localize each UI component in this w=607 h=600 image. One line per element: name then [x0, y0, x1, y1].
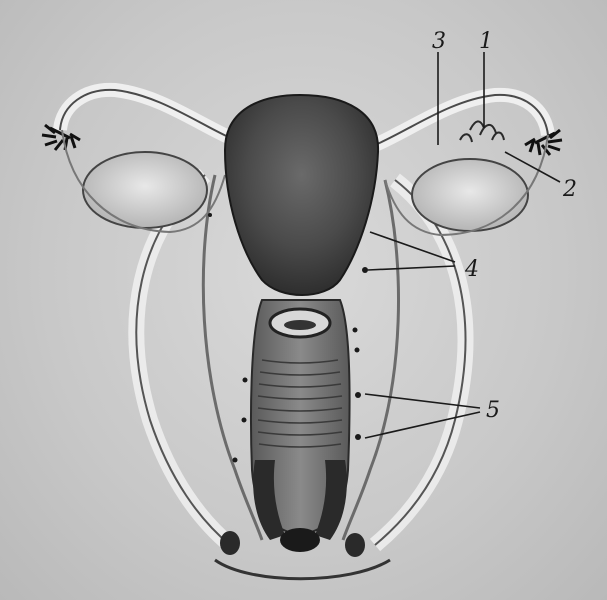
label-3: 3 [432, 29, 446, 54]
lower-opening [280, 528, 320, 552]
label-5: 5 [486, 398, 500, 423]
cervix-os [284, 320, 316, 330]
leader-4b [368, 266, 455, 270]
right-epoophoron [460, 121, 504, 142]
label-4: 4 [464, 257, 479, 282]
right-ovary [412, 159, 528, 231]
leader-5b [365, 412, 480, 438]
uterus-body [225, 95, 378, 295]
label-2: 2 [562, 177, 577, 202]
label-1: 1 [479, 29, 493, 54]
lower-base [215, 560, 390, 579]
left-lower-node [220, 531, 240, 555]
right-lower-node [345, 533, 365, 557]
left-ovary [83, 152, 207, 228]
